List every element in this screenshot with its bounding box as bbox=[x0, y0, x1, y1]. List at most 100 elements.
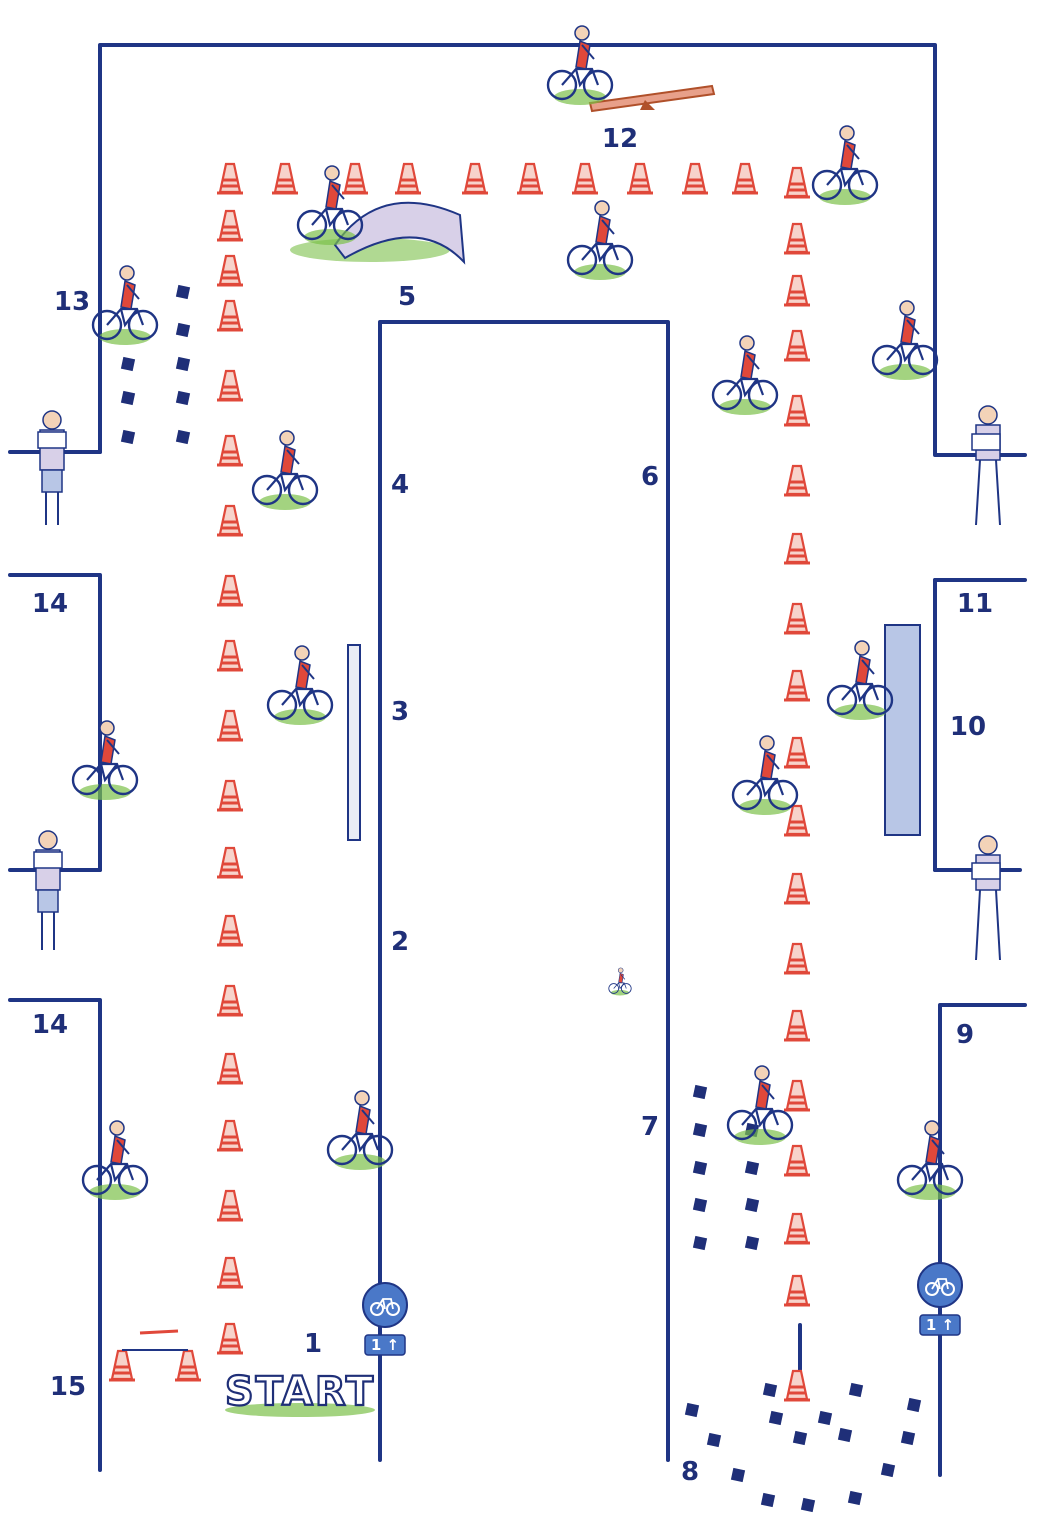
block bbox=[907, 1398, 921, 1412]
cone bbox=[784, 1371, 810, 1400]
cone bbox=[217, 576, 243, 605]
cone bbox=[784, 944, 810, 973]
cone-row-top bbox=[272, 164, 810, 197]
rider-right-lane-top bbox=[713, 336, 777, 415]
station-number-5: 5 bbox=[398, 282, 416, 312]
rider-top-right-corner bbox=[813, 126, 877, 205]
cone bbox=[217, 506, 243, 535]
instructor-left-mid bbox=[34, 831, 62, 950]
cone bbox=[784, 738, 810, 767]
block bbox=[838, 1428, 852, 1442]
block bbox=[793, 1431, 807, 1445]
cone bbox=[217, 256, 243, 285]
water-strip-obstacle bbox=[885, 625, 920, 835]
inner-boundary bbox=[380, 322, 668, 1460]
course-boundary bbox=[10, 45, 1025, 1475]
cone bbox=[217, 371, 243, 400]
cone bbox=[217, 986, 243, 1015]
block bbox=[121, 391, 135, 405]
block bbox=[745, 1198, 759, 1212]
instructor-right-top bbox=[972, 406, 1000, 525]
station-number-12: 12 bbox=[602, 124, 638, 154]
station-number-7: 7 bbox=[641, 1112, 659, 1142]
cone bbox=[272, 164, 298, 193]
rider-right-edge-top bbox=[873, 301, 937, 380]
small-rider-icon bbox=[609, 968, 631, 996]
block bbox=[849, 1383, 863, 1397]
cone bbox=[109, 1351, 135, 1380]
cone bbox=[217, 1191, 243, 1220]
cone bbox=[395, 164, 421, 193]
station-number-10: 10 bbox=[950, 712, 986, 742]
outer-boundary-top bbox=[10, 45, 1025, 1475]
cone-row-right bbox=[784, 224, 810, 1400]
block bbox=[693, 1085, 707, 1099]
block bbox=[693, 1123, 707, 1137]
block bbox=[693, 1236, 707, 1250]
station-number-13: 13 bbox=[54, 287, 90, 317]
station-number-1: 1 bbox=[304, 1329, 322, 1359]
block bbox=[176, 430, 190, 444]
station-number-14-top: 14 bbox=[32, 589, 68, 619]
cone bbox=[682, 164, 708, 193]
stop-line-station-15 bbox=[109, 1331, 201, 1380]
block bbox=[176, 391, 190, 405]
sign-plate-text: 1 ↑ bbox=[926, 1316, 954, 1334]
block bbox=[693, 1198, 707, 1212]
cone bbox=[784, 1011, 810, 1040]
cone bbox=[784, 874, 810, 903]
rider-left-lane-bottom bbox=[83, 1121, 147, 1200]
cone bbox=[784, 224, 810, 253]
cone bbox=[217, 1121, 243, 1150]
instructor-left-top bbox=[38, 411, 66, 525]
block bbox=[685, 1403, 699, 1417]
cone bbox=[517, 164, 543, 193]
block bbox=[707, 1433, 721, 1447]
cone bbox=[217, 211, 243, 240]
block bbox=[763, 1383, 777, 1397]
rider-station-9 bbox=[898, 1121, 962, 1200]
cone bbox=[784, 466, 810, 495]
cone bbox=[784, 396, 810, 425]
seesaw-obstacle bbox=[590, 86, 714, 111]
cone bbox=[462, 164, 488, 193]
station-number-15: 15 bbox=[50, 1372, 86, 1402]
cone bbox=[175, 1351, 201, 1380]
block bbox=[176, 323, 190, 337]
station-number-9: 9 bbox=[956, 1020, 974, 1050]
cone bbox=[572, 164, 598, 193]
block bbox=[881, 1463, 895, 1477]
station-number-4: 4 bbox=[391, 470, 409, 500]
station-number-8: 8 bbox=[681, 1457, 699, 1487]
block bbox=[176, 357, 190, 371]
block bbox=[693, 1161, 707, 1175]
instructor-right-mid bbox=[972, 836, 1000, 960]
narrow-plank-obstacle bbox=[348, 645, 360, 840]
cone bbox=[217, 848, 243, 877]
station-number-3: 3 bbox=[391, 697, 409, 727]
blocks-station-7 bbox=[693, 1085, 759, 1250]
rider-station-1 bbox=[328, 1091, 392, 1170]
rider-station-4 bbox=[253, 431, 317, 510]
rider-station-7 bbox=[728, 1066, 792, 1145]
rider-station-13 bbox=[93, 266, 157, 345]
block bbox=[901, 1431, 915, 1445]
block bbox=[818, 1411, 832, 1425]
cone bbox=[784, 534, 810, 563]
block bbox=[745, 1161, 759, 1175]
rider-seesaw bbox=[548, 26, 612, 105]
cone bbox=[217, 1054, 243, 1083]
start-label: START bbox=[225, 1369, 375, 1415]
riders bbox=[73, 26, 962, 1200]
station-number-11: 11 bbox=[957, 589, 993, 619]
instructors bbox=[34, 406, 1000, 960]
cone bbox=[342, 164, 368, 193]
cone bbox=[217, 301, 243, 330]
station-numbers: 1 2 3 4 5 6 7 8 9 10 11 12 13 14 14 15 bbox=[32, 124, 993, 1487]
rider-right-lane-mid bbox=[733, 736, 797, 815]
cone bbox=[784, 1081, 810, 1110]
station-number-6: 6 bbox=[641, 462, 659, 492]
block bbox=[769, 1411, 783, 1425]
cone bbox=[217, 781, 243, 810]
